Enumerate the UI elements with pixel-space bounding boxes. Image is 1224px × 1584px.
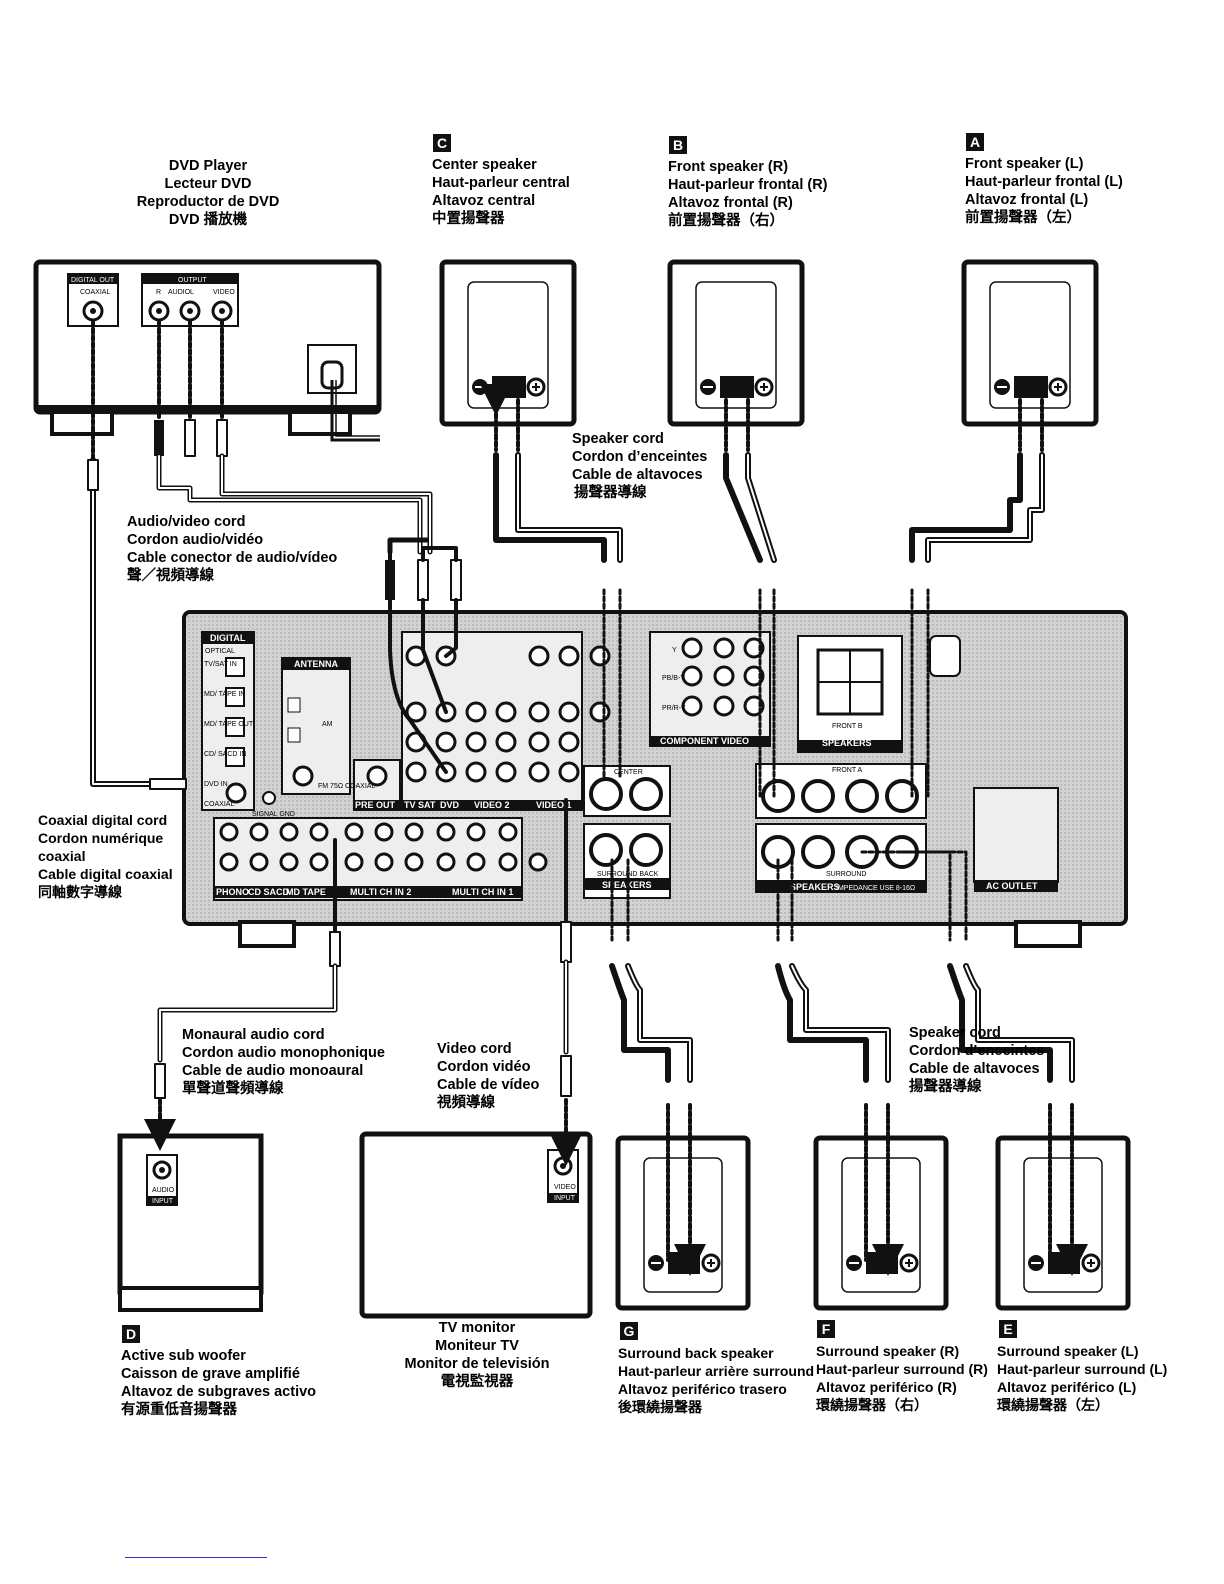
tv-jack-label: VIDEO — [554, 1184, 576, 1191]
front-l-badge: A — [966, 133, 984, 151]
sub-jack-label-2: INPUT — [152, 1198, 174, 1205]
rx-digital-label: DIGITAL — [210, 633, 246, 643]
rx-center-label: CENTER — [614, 769, 643, 776]
dvd-digital-out-label: DIGITAL OUT — [71, 277, 115, 284]
rx-front-b-label: FRONT B — [832, 723, 863, 730]
rx-ac-outlet-label: AC OUTLET — [986, 881, 1038, 891]
front-l-speaker-label: Front speaker (L)Haut-parleur frontal (L… — [965, 156, 1123, 226]
rx-speakers-s-label: SPEAKERS — [790, 882, 840, 892]
surround-back-badge: G — [620, 1322, 638, 1340]
tv-jack-label-2: INPUT — [554, 1195, 576, 1202]
front-r-speaker-label: Front speaker (R)Haut-parleur frontal (R… — [668, 159, 828, 229]
av-receiver — [182, 610, 1128, 948]
dvd-l-label: L — [190, 289, 194, 296]
subwoofer — [117, 1133, 264, 1312]
rx-md-in-label: MD/ TAPE IN — [204, 691, 245, 698]
rx-surround-label: SURROUND — [826, 871, 866, 878]
subwoofer-badge: D — [122, 1325, 140, 1343]
rx-cd-in-label: CD/ SACD IN — [204, 751, 246, 758]
rx-video2-label: VIDEO 2 — [474, 800, 510, 810]
surround-speaker-r — [813, 1135, 949, 1311]
rx-md-tape-label: MD TAPE — [286, 887, 326, 897]
front-speaker-r — [667, 259, 805, 427]
rx-video1-label: VIDEO 1 — [536, 800, 572, 810]
rx-tv-sat-label: TV SAT — [404, 800, 436, 810]
rx-am-label: AM — [322, 721, 333, 728]
surround-l-label: Surround speaker (L)Haut-parleur surroun… — [997, 1343, 1168, 1413]
rx-dvd-in-label: DVD IN — [204, 781, 228, 788]
center-speaker — [439, 259, 577, 427]
dvd-audio-label: AUDIO — [168, 289, 191, 296]
rx-front-a-label: FRONT A — [832, 767, 863, 774]
rx-pby-label: PB/B-Y — [662, 675, 685, 682]
rx-component-video-label: COMPONENT VIDEO — [660, 736, 749, 746]
dvd-video-label: VIDEO — [213, 289, 235, 296]
front-speaker-l — [961, 259, 1099, 427]
rx-signal-gnd-label: SIGNAL GND — [252, 811, 295, 818]
footer-rule — [125, 1557, 267, 1558]
rx-optical-label: OPTICAL — [205, 648, 235, 655]
rx-multi1-label: MULTI CH IN 1 — [452, 887, 513, 897]
rx-md-out-label: MD/ TAPE OUT — [204, 721, 254, 728]
rx-fm-label: FM 75Ω COAXIAL — [318, 783, 375, 790]
sub-jack-label: AUDIO — [152, 1187, 175, 1194]
rx-tvsat-in-label: TV/SAT IN — [204, 661, 237, 668]
dvd-coaxial-label: COAXIAL — [80, 289, 110, 296]
surround-r-label: Surround speaker (R)Haut-parleur surroun… — [816, 1343, 988, 1413]
dvd-output-label: OUTPUT — [178, 277, 208, 284]
surround-back-speaker — [615, 1135, 751, 1311]
rx-impedance-label: IMPEDANCE USE 8-16Ω — [836, 885, 915, 892]
rx-pry-label: PR/R-Y — [662, 705, 686, 712]
dvd-r-label: R — [156, 289, 161, 296]
center-badge: C — [433, 134, 451, 152]
surround-l-badge: E — [999, 1320, 1017, 1338]
tv-monitor — [359, 1131, 593, 1319]
surround-r-badge: F — [817, 1320, 835, 1338]
rx-cd-sacd-label: CD SACD — [248, 887, 290, 897]
rx-coaxial-label: COAXIAL — [204, 801, 234, 808]
cables — [87, 320, 1072, 1260]
front-r-badge: B — [669, 136, 687, 154]
rx-y-label: Y — [672, 647, 677, 654]
rx-speakers-b-label: SPEAKERS — [822, 738, 872, 748]
rx-dvd-label: DVD — [440, 800, 460, 810]
rx-multi2-label: MULTI CH IN 2 — [350, 887, 411, 897]
rx-phono-label: PHONO — [216, 887, 249, 897]
dvd-player — [33, 259, 382, 442]
surround-speaker-l — [995, 1135, 1131, 1311]
rx-pre-out-label: PRE OUT — [355, 800, 396, 810]
rx-antenna-label: ANTENNA — [294, 659, 338, 669]
